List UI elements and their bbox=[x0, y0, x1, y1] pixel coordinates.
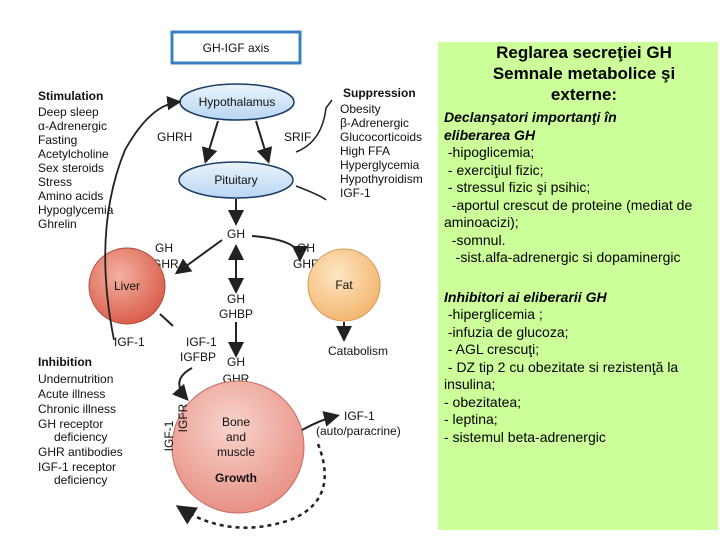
inhibitor-item: -infuzia de glucoza; bbox=[444, 323, 569, 340]
suppression-item: β-Adrenergic bbox=[340, 116, 409, 130]
stimulation-item: Hypoglycemia bbox=[38, 203, 114, 217]
pituitary-node bbox=[178, 161, 294, 199]
igf1-left-label: IGF-1 bbox=[114, 335, 145, 349]
suppression-item: Obesity bbox=[340, 102, 381, 116]
inhibition-heading: Inhibition bbox=[38, 355, 92, 369]
gh-center-label: GH bbox=[227, 227, 245, 241]
bone-muscle-node bbox=[171, 380, 305, 514]
panel-title-line: externe: bbox=[550, 85, 618, 104]
igf1-feedback-arrow bbox=[104, 96, 182, 341]
and-label: and bbox=[226, 430, 246, 444]
ghrh-arrow bbox=[201, 120, 219, 164]
igf1-bone-arrow bbox=[172, 367, 193, 401]
inhibition-item: deficiency bbox=[54, 430, 107, 444]
stimulation-item: Stress bbox=[38, 175, 72, 189]
auto-paracrine-label: (auto/paracrine) bbox=[316, 424, 401, 438]
srif-arrow bbox=[255, 120, 273, 164]
stimulation-list: Deep sleep α-Adrenergic Fasting Acetylch… bbox=[38, 105, 114, 231]
trigger-item: -somnul. bbox=[444, 231, 506, 248]
inhibition-item: deficiency bbox=[54, 473, 107, 487]
trigger-heading-line: Declanşatori importanţi în bbox=[444, 109, 617, 125]
panel-title: Reglarea secreţiei GH Semnale metabolice… bbox=[444, 42, 712, 105]
suppression-list: Obesity β-Adrenergic Glucocorticoids Hig… bbox=[340, 102, 423, 200]
inhibition-item: GHR antibodies bbox=[38, 445, 123, 459]
bone-label: Bone bbox=[222, 415, 250, 429]
gh-right-label: GH bbox=[297, 241, 315, 255]
gh-to-fat-arrow bbox=[251, 235, 308, 262]
suppression-item: IGF-1 bbox=[340, 186, 371, 200]
inhibitor-heading: Inhibitori ai eliberarii GH bbox=[444, 288, 607, 305]
fat-node bbox=[307, 248, 381, 322]
stimulation-heading: Stimulation bbox=[38, 89, 103, 103]
suppression-item: Hypothyroidism bbox=[340, 172, 423, 186]
panel-title-line: Reglarea secreţiei GH bbox=[496, 43, 672, 62]
liver-igf1-arrow bbox=[159, 313, 174, 327]
suppression-item: High FFA bbox=[340, 144, 390, 158]
ghbp-label: GHBP bbox=[219, 307, 253, 321]
muscle-label: muscle bbox=[217, 445, 255, 459]
suppression-item: Hyperglycemia bbox=[340, 158, 420, 172]
trigger-item: -hipoglicemia; bbox=[444, 144, 535, 160]
stimulation-item: Acetylcholine bbox=[38, 147, 109, 161]
trigger-heading-line: eliberarea GH bbox=[444, 126, 536, 143]
inhibition-item: Chronic illness bbox=[38, 402, 116, 416]
panel-title-line: Semnale metabolice şi bbox=[492, 64, 676, 83]
inhibitor-item: - DZ tip 2 cu obezitate si rezistenţă la… bbox=[444, 358, 683, 393]
inhibitor-item: - sistemul beta-adrenergic bbox=[444, 428, 606, 445]
gh-igf-axis-diagram: GH-IGF axis Stimulation Deep sleep α-Adr… bbox=[38, 30, 423, 529]
inhibitor-item: -hiperglicemia ; bbox=[444, 306, 543, 322]
gh-left-label: GH bbox=[155, 241, 173, 255]
stimulation-item: Fasting bbox=[38, 133, 77, 147]
fat-label: Fat bbox=[335, 278, 353, 292]
inhibitor-item: - obezitatea; bbox=[444, 393, 522, 410]
diagram-title: GH-IGF axis bbox=[203, 41, 270, 55]
trigger-list: -hipoglicemia; - exerciţiul fizic; - str… bbox=[444, 144, 712, 267]
growth-label: Growth bbox=[215, 471, 257, 485]
suppression-heading: Suppression bbox=[343, 86, 416, 100]
inhibitor-item: - AGL crescuţi; bbox=[444, 341, 540, 357]
catabolism-label: Catabolism bbox=[328, 344, 388, 358]
igfr-vertical-label: IGFR bbox=[176, 403, 190, 432]
inhibition-item: IGF-1 receptor bbox=[38, 460, 116, 474]
suppression-item: Glucocorticoids bbox=[340, 130, 422, 144]
gh-mid-label: GH bbox=[227, 292, 245, 306]
liver-label: Liver bbox=[114, 279, 140, 293]
trigger-heading: Declanşatori importanţi în eliberarea GH bbox=[444, 109, 712, 144]
explanation-panel: Reglarea secreţiei GH Semnale metabolice… bbox=[438, 42, 718, 530]
auto-paracrine-arrow bbox=[301, 411, 340, 431]
igf1-auto-label: IGF-1 bbox=[344, 409, 375, 423]
feedback-bracket-lower bbox=[295, 185, 327, 201]
pituitary-label: Pituitary bbox=[214, 173, 257, 187]
trigger-item: - stressul fizic şi psihic; bbox=[444, 179, 591, 195]
title-box bbox=[170, 30, 302, 65]
gh-to-liver-arrow bbox=[174, 239, 223, 275]
gh-bone-label: GH bbox=[227, 355, 245, 369]
stimulation-item: Ghrelin bbox=[38, 217, 77, 231]
igfbp-label: IGFBP bbox=[180, 350, 216, 364]
trigger-item: -sist.alfa-adrenergic si dopaminergic bbox=[444, 249, 681, 265]
ghrh-label: GHRH bbox=[157, 130, 192, 144]
feedback-bracket bbox=[295, 99, 333, 153]
inhibition-item: Undernutrition bbox=[38, 372, 113, 386]
igf1-vertical-label: IGF-1 bbox=[162, 420, 176, 451]
inhibition-item: GH receptor bbox=[38, 417, 103, 431]
stimulation-item: α-Adrenergic bbox=[38, 119, 107, 133]
inhibitor-item: - leptina; bbox=[444, 411, 498, 427]
inhibitor-list: -hiperglicemia ; -infuzia de glucoza; - … bbox=[444, 306, 712, 446]
trigger-item: - exerciţiul fizic; bbox=[444, 161, 544, 178]
inhibition-list: Undernutrition Acute illness Chronic ill… bbox=[38, 372, 123, 487]
inhibition-item: Acute illness bbox=[38, 387, 105, 401]
trigger-item: -aportul crescut de proteine (mediat de … bbox=[444, 196, 697, 231]
stimulation-item: Deep sleep bbox=[38, 105, 99, 119]
srif-label: SRIF bbox=[284, 130, 311, 144]
igf1-center-label: IGF-1 bbox=[186, 335, 217, 349]
stimulation-item: Sex steroids bbox=[38, 161, 104, 175]
hypothalamus-label: Hypothalamus bbox=[199, 95, 276, 109]
stimulation-item: Amino acids bbox=[38, 189, 103, 203]
